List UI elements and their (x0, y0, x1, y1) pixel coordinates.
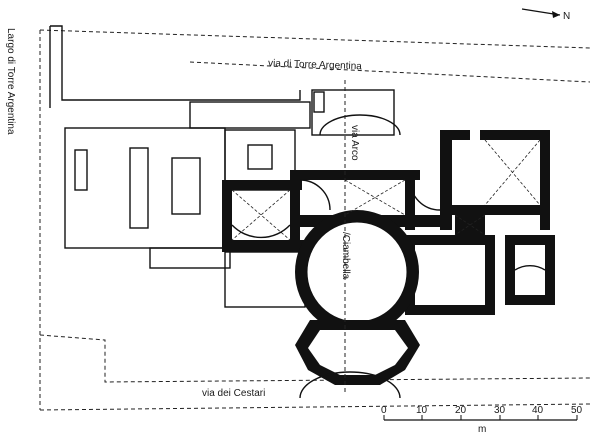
label-via-arco: via Arco (349, 125, 360, 161)
label-cestari: via dei Cestari (202, 388, 265, 399)
west-rooms (49, 25, 311, 308)
scale-tick: 20 (455, 405, 467, 416)
scale-unit: m (478, 424, 486, 435)
scale-tick: 0 (381, 405, 387, 416)
rotunda (295, 210, 419, 334)
north-block (311, 89, 395, 136)
street-lines (39, 29, 591, 411)
label-largo: Largo di Torre Argentina (5, 28, 16, 135)
vault-crosses (231, 139, 541, 241)
label-torre-argentina: via di Torre Argentina (268, 58, 363, 72)
label-ciambella: /Ciambella (340, 232, 351, 280)
scale-tick: 50 (571, 405, 583, 416)
north-label: N (563, 11, 570, 22)
scale-bar: 0 10 20 30 40 50 m (381, 405, 583, 435)
south-hall (295, 320, 420, 399)
scale-tick: 10 (416, 405, 428, 416)
apses (231, 114, 546, 271)
north-arrow: N (521, 8, 570, 22)
scale-tick: 30 (494, 405, 506, 416)
scale-tick: 40 (532, 405, 544, 416)
